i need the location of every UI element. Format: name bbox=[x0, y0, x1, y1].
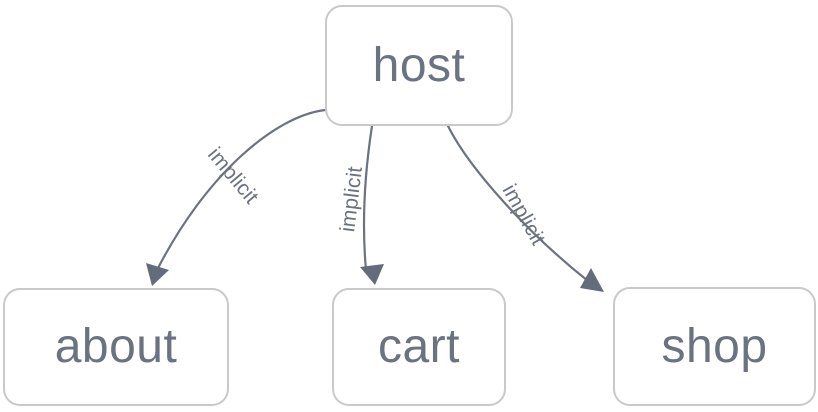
edge-host-about-arrowhead bbox=[146, 263, 169, 286]
edge-host-shop[interactable]: implicit bbox=[446, 124, 604, 292]
edge-host-about-label: implicit bbox=[203, 143, 263, 208]
node-host-label: host bbox=[372, 38, 466, 92]
node-about[interactable]: about bbox=[3, 288, 229, 406]
node-shop-label: shop bbox=[661, 319, 768, 373]
node-shop[interactable]: shop bbox=[613, 287, 816, 406]
node-cart[interactable]: cart bbox=[332, 288, 506, 406]
edge-host-about[interactable]: implicit bbox=[146, 108, 327, 286]
edge-host-cart-path bbox=[362, 124, 374, 272]
edge-host-about-path bbox=[154, 108, 327, 274]
edge-host-shop-path bbox=[446, 124, 590, 283]
edge-host-shop-arrowhead bbox=[580, 268, 604, 292]
edge-host-cart-arrowhead bbox=[360, 264, 384, 285]
edge-host-cart[interactable]: implicit bbox=[336, 124, 384, 285]
node-about-label: about bbox=[54, 320, 178, 373]
node-cart-label: cart bbox=[377, 320, 460, 373]
node-host[interactable]: host bbox=[325, 5, 513, 126]
edge-host-cart-label: implicit bbox=[336, 165, 367, 233]
edge-host-shop-label: implicit bbox=[498, 181, 550, 250]
